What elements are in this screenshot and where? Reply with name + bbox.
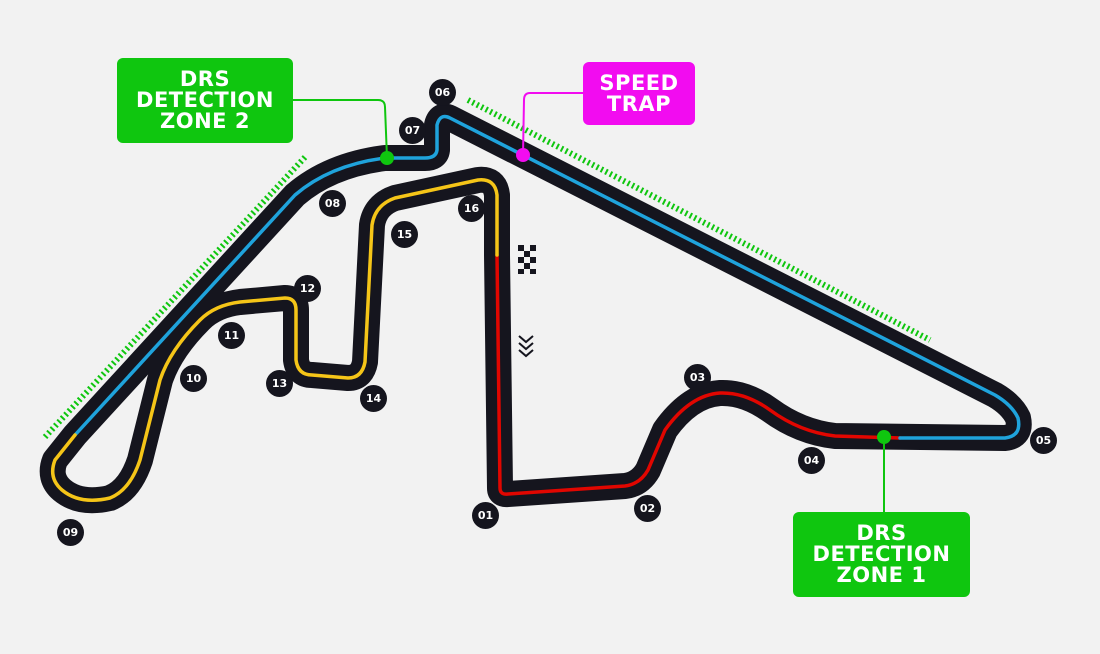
checkered-flag-icon: [518, 245, 536, 274]
corner-09: 09: [57, 519, 84, 546]
drs-zone-right: [466, 97, 932, 343]
corner-11: 11: [218, 322, 245, 349]
corner-14: 14: [360, 385, 387, 412]
speed-trap-label: SPEED TRAP: [583, 62, 695, 125]
sector-3-line: [50, 178, 499, 502]
drs-2-leader: [292, 99, 388, 159]
drs-detection-zone-1-label: DRS DETECTION ZONE 1: [793, 512, 970, 597]
corner-03: 03: [684, 364, 711, 391]
drs-detection-zone-2-label: DRS DETECTION ZONE 2: [117, 58, 293, 143]
corner-16: 16: [458, 195, 485, 222]
corner-04: 04: [798, 447, 825, 474]
corner-05: 05: [1030, 427, 1057, 454]
corner-01: 01: [472, 502, 499, 529]
corner-10: 10: [180, 365, 207, 392]
sector-2-line: [73, 114, 1021, 440]
sector-1-line: [495, 253, 902, 496]
corner-15: 15: [391, 221, 418, 248]
drs-1-marker: [877, 430, 891, 444]
corner-06: 06: [429, 79, 456, 106]
corner-02: 02: [634, 495, 661, 522]
corner-07: 07: [399, 117, 426, 144]
speed-trap-leader: [522, 92, 584, 156]
drs-zone-left: [42, 152, 310, 440]
chevron-down-icon: [518, 335, 534, 358]
corner-12: 12: [294, 275, 321, 302]
corner-08: 08: [319, 190, 346, 217]
drs-2-marker: [380, 151, 394, 165]
speed-trap-marker: [516, 148, 530, 162]
corner-13: 13: [266, 370, 293, 397]
